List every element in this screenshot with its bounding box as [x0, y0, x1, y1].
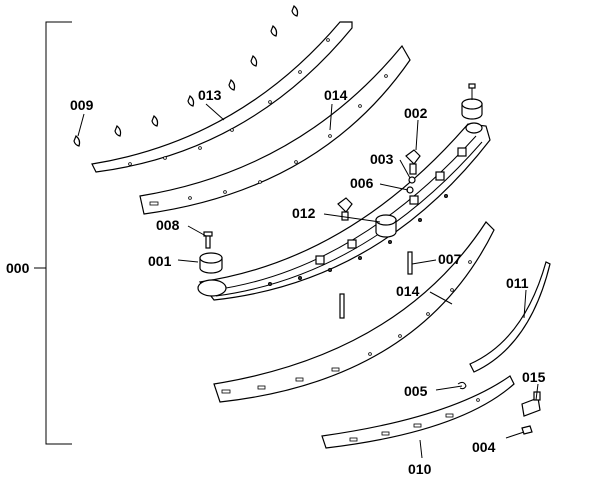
label-012: 012: [292, 205, 316, 221]
lower-pin: [339, 293, 345, 319]
label-014-upper: 014: [324, 87, 348, 103]
screw-set: [73, 5, 299, 147]
part-005-clip: [457, 381, 467, 390]
assembly-bracket: [34, 21, 72, 445]
label-001: 001: [148, 253, 172, 269]
label-003: 003: [370, 151, 394, 167]
label-002: 002: [404, 105, 428, 121]
label-010: 010: [408, 461, 432, 477]
label-007: 007: [438, 251, 462, 267]
label-004: 004: [472, 439, 496, 455]
label-006: 006: [350, 175, 374, 191]
part-004-fastener: [521, 425, 533, 435]
part-011-strip: [469, 261, 551, 373]
part-labels: 000 009 013 014 002 003 006 012 008 001 …: [6, 87, 546, 477]
part-008-screw: [203, 231, 213, 249]
label-000: 000: [6, 260, 30, 276]
label-008: 008: [156, 217, 180, 233]
part-002-clamp: [405, 149, 421, 175]
part-007-pin: [407, 251, 413, 275]
label-011: 011: [506, 275, 529, 291]
leader-lines: [77, 103, 539, 459]
label-014-lower: 014: [396, 283, 420, 299]
label-005: 005: [404, 383, 428, 399]
clamp-center: [337, 197, 353, 221]
part-001-wheel: [199, 252, 223, 274]
label-009: 009: [70, 97, 94, 113]
part-012-boss: [375, 214, 397, 238]
part-010-plate: [321, 375, 515, 449]
label-015: 015: [522, 369, 546, 385]
part-003-nut: [408, 176, 416, 184]
label-013: 013: [198, 87, 222, 103]
part-014-lower-plate: [213, 221, 495, 403]
part-015-bracket: [521, 391, 541, 417]
part-013-strip: [91, 21, 353, 173]
top-wheel: [461, 83, 483, 120]
part-014-upper-plate: [139, 44, 411, 215]
